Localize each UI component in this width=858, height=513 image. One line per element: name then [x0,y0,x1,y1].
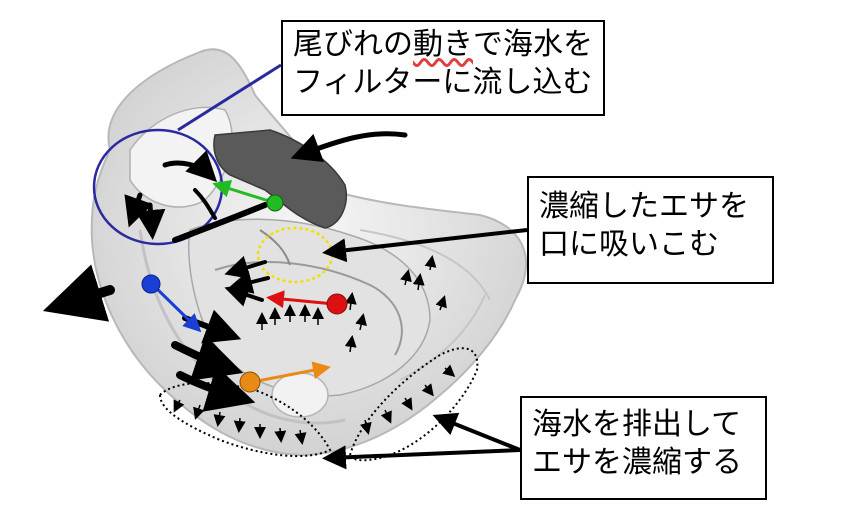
callout-pointers [322,228,528,470]
callout-tail-fin-line1: 尾びれの動きで海水を [293,27,593,62]
callout-mouth-line2: 口に吸いこむ [539,227,719,262]
orange-marker [239,361,331,393]
flow-arrows [42,131,408,412]
callout-filter-line1: 海水を排出して [532,407,742,442]
callout-mouth: 濃縮したエサを 口に吸いこむ [527,176,774,284]
callout-filter-line2: エサを濃縮する [532,445,742,480]
callout-tail-fin: 尾びれの動きで海水を フィルターに流し込む [281,20,605,116]
top-callout-connector [177,63,282,132]
callout-mouth-line1: 濃縮したエサを [539,189,749,224]
callout-filter: 海水を排出して エサを濃縮する [520,396,767,500]
green-marker [212,180,284,212]
callout-tail-fin-line2: フィルターに流し込む [293,65,593,100]
small-outflow-arrows [173,255,456,445]
blue-marker [141,274,202,333]
red-marker [266,290,348,315]
